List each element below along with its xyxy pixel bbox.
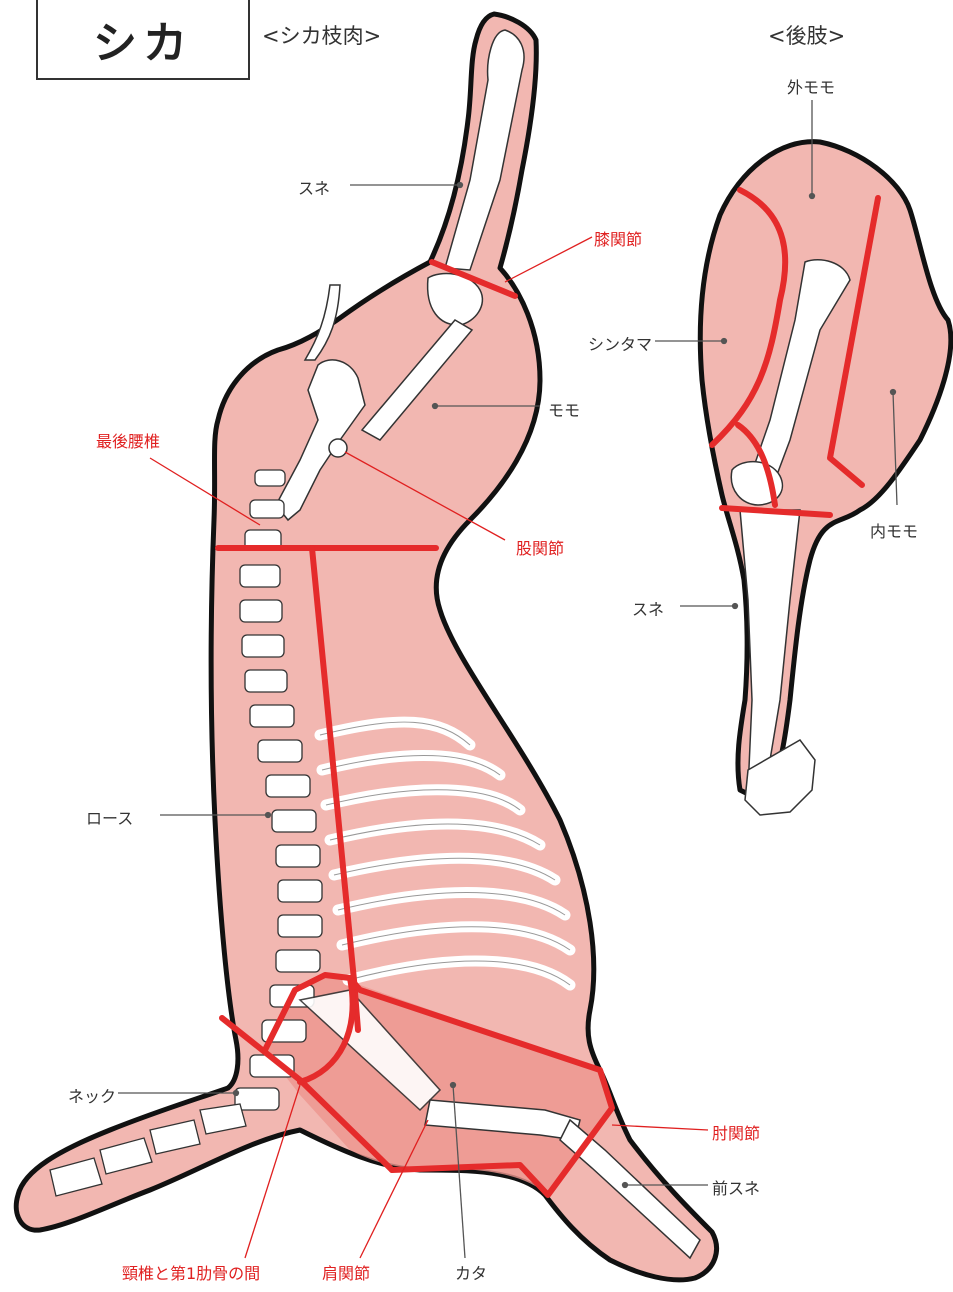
label-hindlimb-shank: スネ [632, 596, 664, 620]
label-neck: ネック [68, 1083, 116, 1107]
label-momo: モモ [548, 397, 580, 421]
label-sune: スネ [298, 175, 330, 199]
label-hip-joint: 股関節 [516, 535, 564, 559]
label-shintama: シンタマ [588, 331, 652, 355]
label-loin: ロース [86, 805, 133, 829]
caption-hindlimb: <後肢> [768, 20, 845, 50]
label-elbow-joint: 肘関節 [712, 1120, 760, 1144]
label-cervical-first-rib: 頸椎と第1肋骨の間 [122, 1260, 260, 1284]
label-last-lumbar: 最後腰椎 [96, 428, 160, 452]
label-inner-thigh: 内モモ [870, 518, 918, 542]
label-knee-joint: 膝関節 [594, 226, 642, 250]
label-shoulder-joint: 肩関節 [322, 1260, 370, 1284]
hip-joint-ball [329, 439, 347, 457]
page-title: シカ [93, 7, 193, 71]
label-fore-shank: 前スネ [712, 1175, 760, 1199]
title-box: シカ [36, 0, 250, 80]
caption-carcass: <シカ枝肉> [262, 20, 381, 50]
label-outer-thigh: 外モモ [787, 74, 835, 98]
label-shoulder: カタ [455, 1260, 487, 1284]
